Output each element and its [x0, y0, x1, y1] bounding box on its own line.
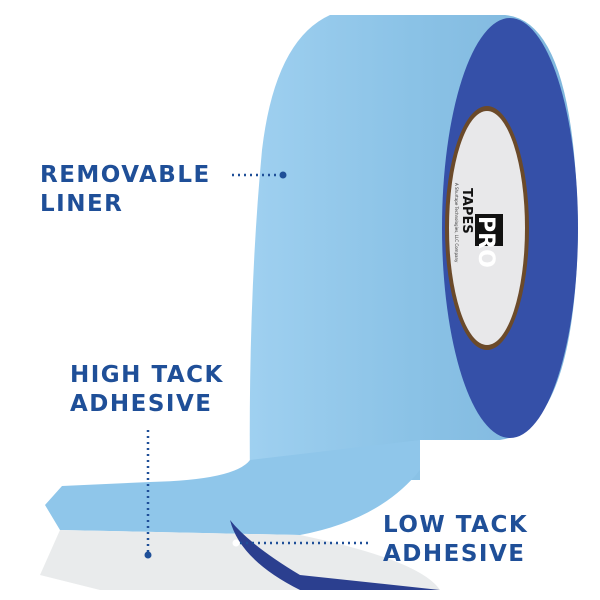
svg-text:TAPES: TAPES — [459, 188, 474, 234]
label-low-tack-adhesive: LOW TACK ADHESIVE — [383, 511, 528, 569]
label-line: ADHESIVE — [383, 541, 526, 567]
label-line: LOW TACK — [383, 512, 529, 538]
adhesive-fold — [40, 530, 440, 590]
logo: PRO TAPES A Shurtape Technologies, LLC C… — [454, 183, 503, 268]
tape-strip — [45, 440, 420, 535]
svg-text:PRO: PRO — [473, 216, 498, 268]
label-removable-liner: REMOVABLE LINER — [40, 161, 211, 219]
label-line: ADHESIVE — [70, 391, 213, 417]
label-high-tack-adhesive: HIGH TACK ADHESIVE — [70, 361, 224, 419]
label-line: REMOVABLE — [40, 162, 211, 188]
svg-text:A Shurtape Technologies, LLC C: A Shurtape Technologies, LLC Company — [454, 183, 459, 263]
label-line: LINER — [40, 191, 124, 217]
low-tack-layer — [230, 520, 440, 590]
label-line: HIGH TACK — [70, 362, 224, 388]
